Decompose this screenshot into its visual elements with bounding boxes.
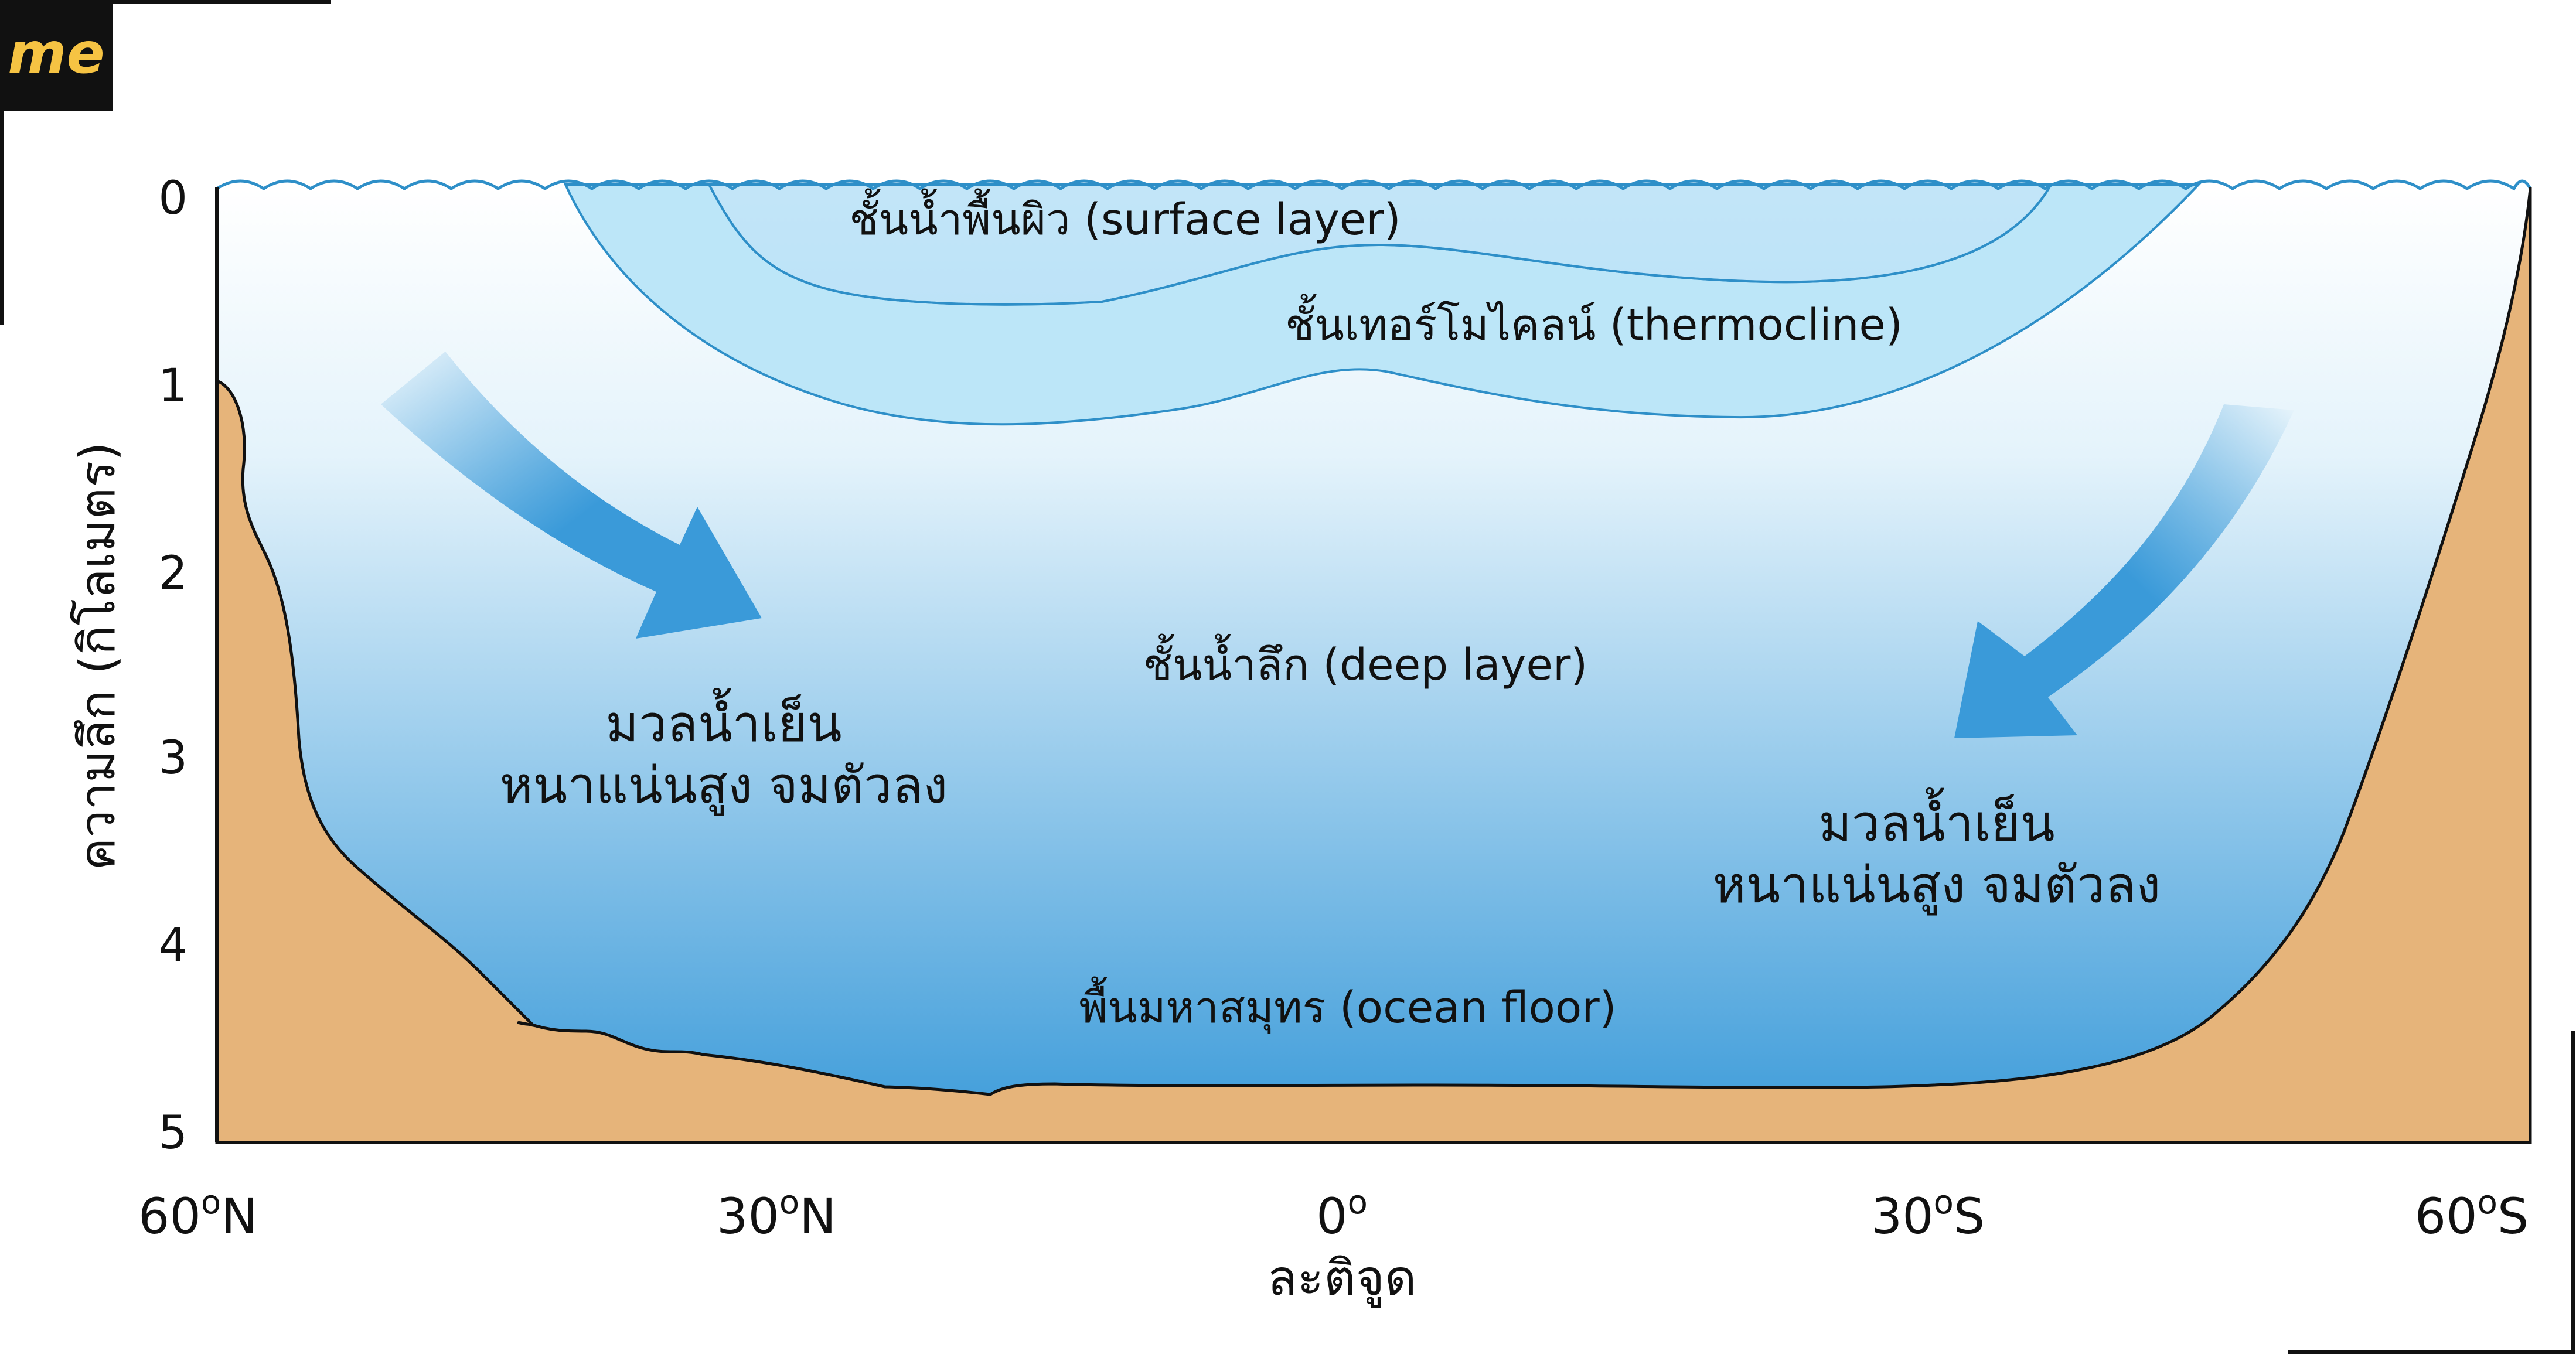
left-annotation-line2: หนาแน่นสูง จมตัวลง [500,756,948,816]
brand-logo: me [0,0,113,111]
y-tick-5: 5 [158,1107,188,1159]
x-tick-30n: 30oN [717,1184,836,1245]
ocean-floor-label: พื้นมหาสมุทร (ocean floor) [1079,976,1616,1034]
x-tick-60s: 60oS [2415,1184,2529,1245]
x-axis-label: ละติจูด [1267,1249,1417,1308]
degree-mark: o [779,1184,799,1222]
sea-surface-wave-line [216,179,2532,191]
deep-layer-label: ชั้นน้ำลึก (deep layer) [1143,633,1588,690]
x-tick-30s: 30oS [1871,1184,1985,1245]
y-tick-2: 2 [158,547,188,600]
x-axis-ticks: 60oN 30oN 0o 30oS 60oS [138,1184,2529,1245]
logo-background [0,0,113,111]
ocean-water [217,189,2530,1142]
y-tick-1: 1 [158,360,188,412]
left-sinking-arrow [381,352,762,639]
logo-text: me [8,21,104,86]
right-sinking-arrow [1954,404,2294,738]
degree-mark: o [201,1184,221,1222]
ocean-floor-seabed [215,188,2532,1144]
surface-layer-label: ชั้นน้ำพื้นผิว (surface layer) [849,188,1401,245]
left-annotation-line1: มวลน้ำเย็น [605,688,841,753]
y-tick-4: 4 [158,919,188,972]
degree-mark: o [1934,1184,1954,1222]
right-annotation: มวลน้ำเย็น หนาแน่นสูง จมตัวลง [1713,787,2161,916]
y-tick-3: 3 [158,732,188,785]
surface-band [707,183,2053,306]
degree-mark: o [1348,1184,1368,1222]
y-axis-label: ความลึก (กิโลเมตร) [69,442,126,871]
y-axis-ticks: 0 1 2 3 4 5 [158,172,188,1159]
left-annotation: มวลน้ำเย็น หนาแน่นสูง จมตัวลง [500,688,948,816]
right-annotation-line2: หนาแน่นสูง จมตัวลง [1713,856,2161,916]
x-tick-0: 0o [1316,1184,1368,1245]
right-annotation-line1: มวลน้ำเย็น [1818,787,2054,853]
thermocline-label: ชั้นเทอร์โมไคลน์ (thermocline) [1285,294,1903,350]
degree-mark: o [2478,1184,2497,1222]
x-tick-60n: 60oN [138,1184,258,1245]
y-tick-0: 0 [158,172,188,225]
